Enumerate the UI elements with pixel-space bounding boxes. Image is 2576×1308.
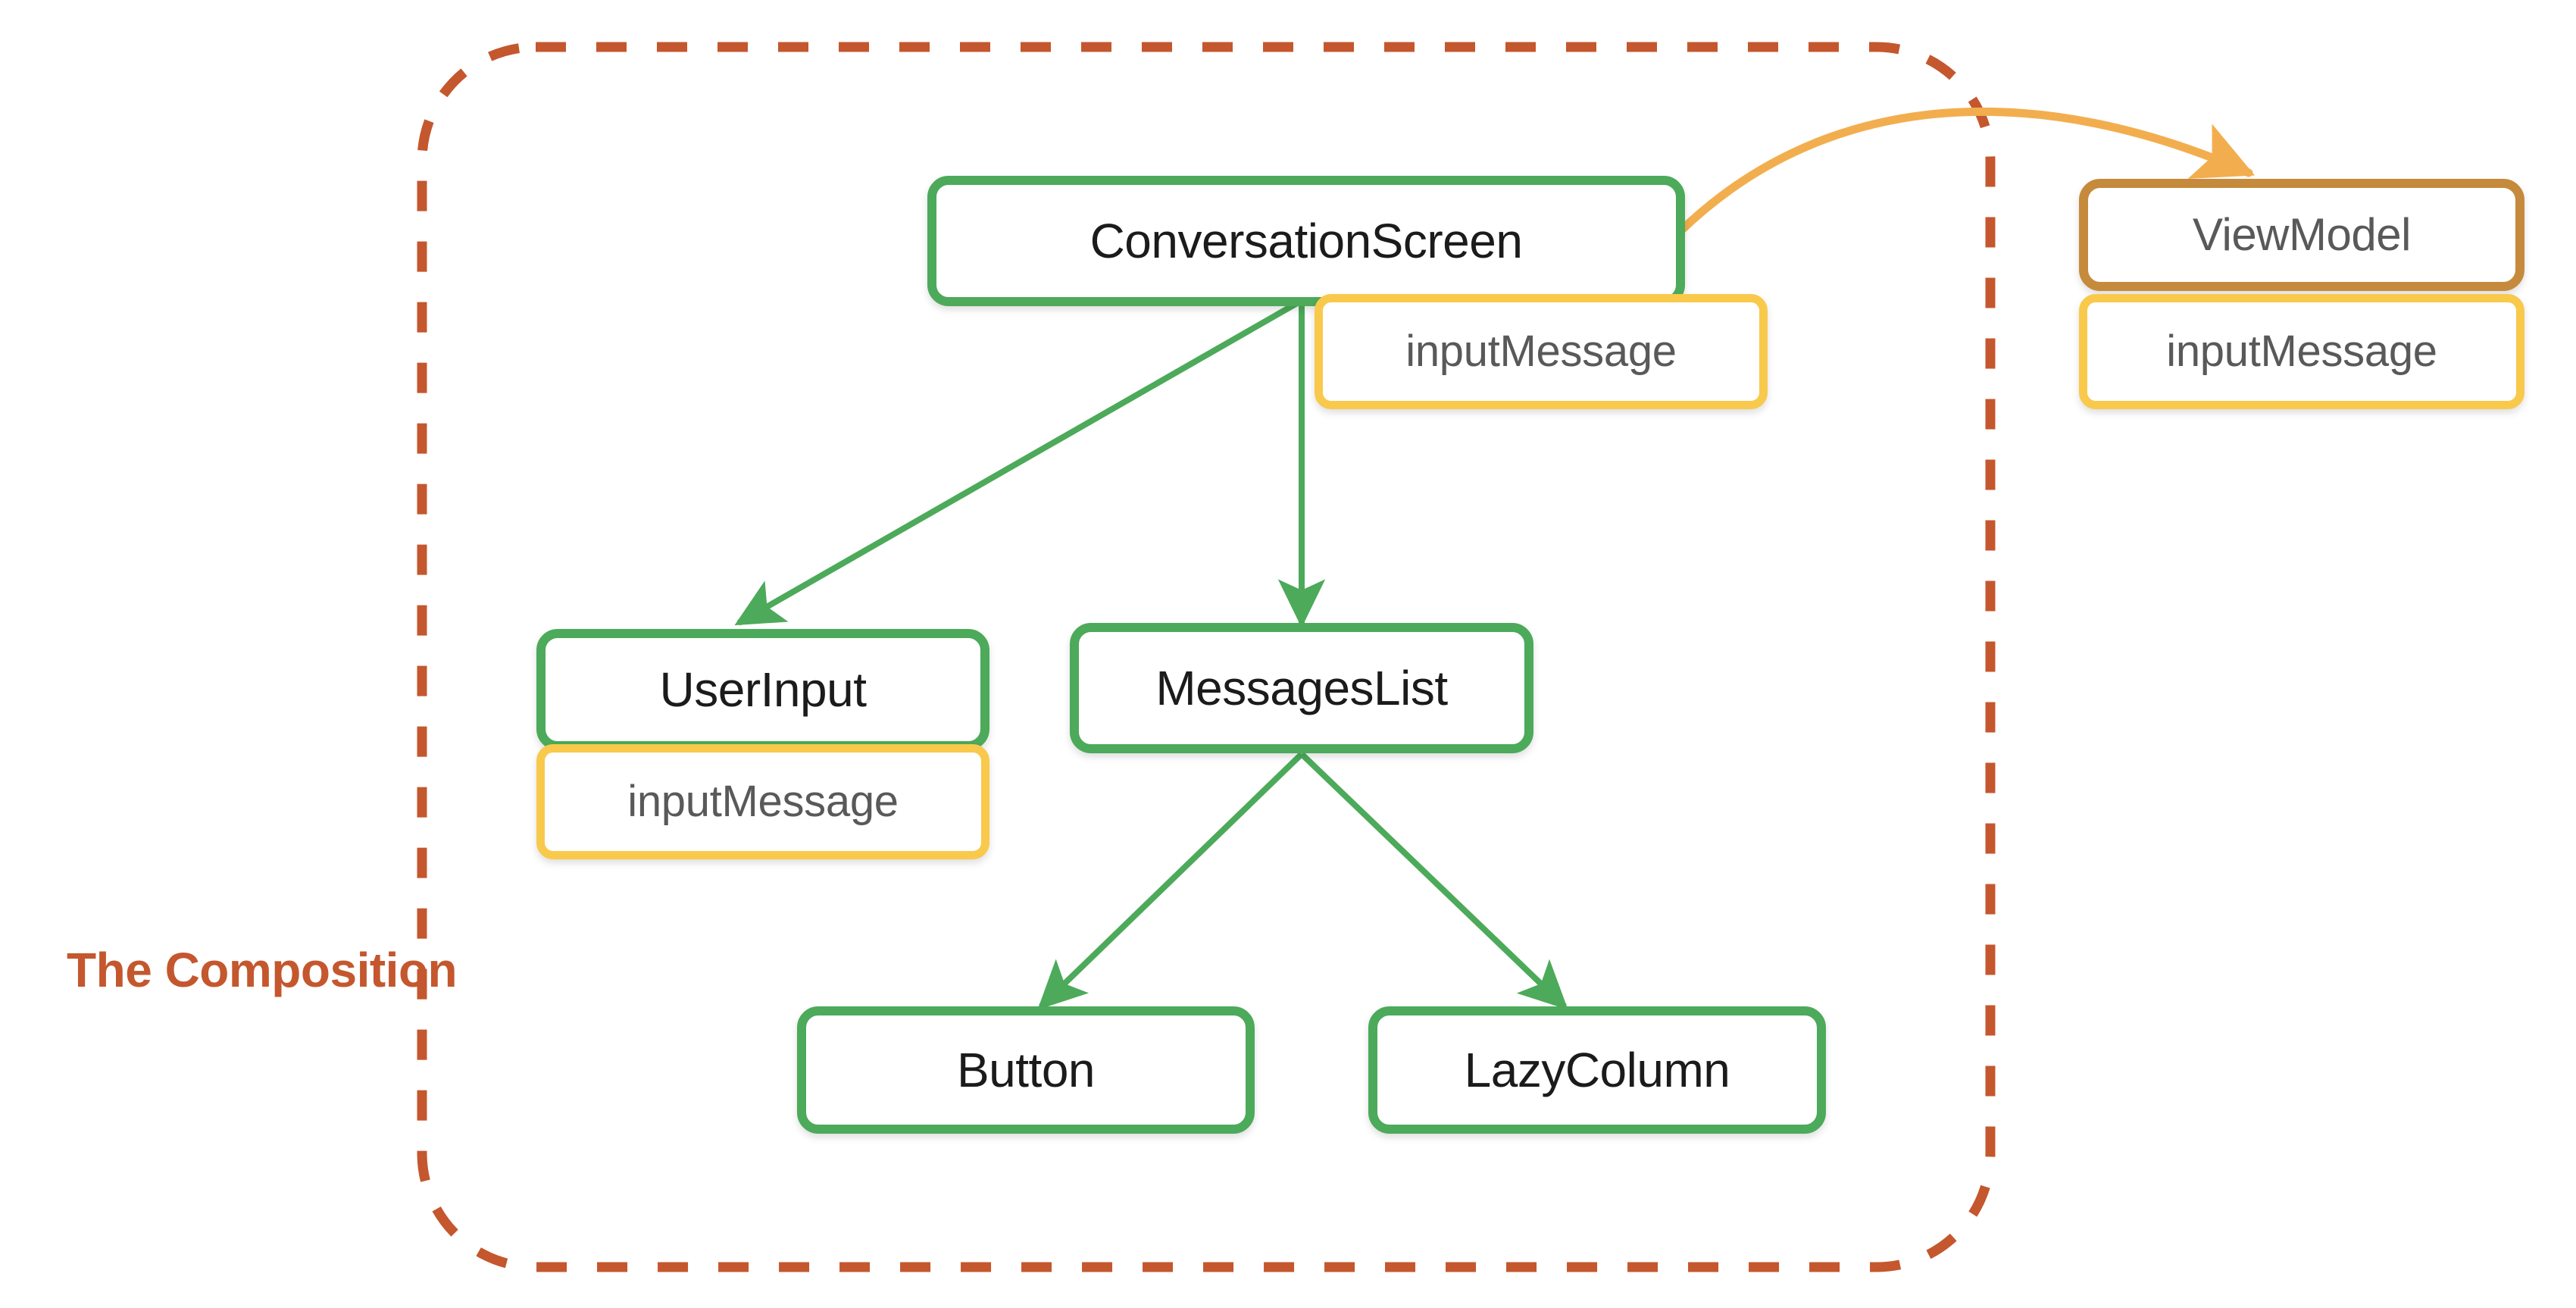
edge-messageslist-lazycolumn [1299, 752, 1568, 1010]
node-conversationscreen-label: ConversationScreen [1089, 214, 1523, 268]
node-button[interactable]: Button [797, 1006, 1255, 1134]
node-conversationscreen[interactable]: ConversationScreen [927, 176, 1685, 306]
node-userinput[interactable]: UserInput [536, 629, 989, 750]
state-viewmodel-inputmessage-label: inputMessage [2166, 327, 2437, 376]
node-lazycolumn-label: LazyColumn [1464, 1043, 1730, 1097]
state-conversationscreen-inputmessage-label: inputMessage [1405, 327, 1677, 376]
node-messageslist[interactable]: MessagesList [1070, 623, 1533, 753]
edge-messageslist-button [1037, 752, 1304, 1010]
node-viewmodel[interactable]: ViewModel [2079, 179, 2524, 291]
node-viewmodel-label: ViewModel [2193, 209, 2411, 260]
composition-caption: The Composition [67, 943, 458, 997]
state-userinput-inputmessage[interactable]: inputMessage [536, 744, 989, 859]
state-viewmodel-inputmessage[interactable]: inputMessage [2079, 294, 2524, 409]
state-conversationscreen-inputmessage[interactable]: inputMessage [1315, 294, 1768, 409]
node-button-label: Button [956, 1043, 1096, 1097]
edge-conversationscreen-userinput [734, 300, 1299, 626]
node-lazycolumn[interactable]: LazyColumn [1368, 1006, 1826, 1134]
node-messageslist-label: MessagesList [1155, 661, 1448, 715]
state-userinput-inputmessage-label: inputMessage [627, 777, 899, 826]
node-userinput-label: UserInput [659, 662, 867, 717]
